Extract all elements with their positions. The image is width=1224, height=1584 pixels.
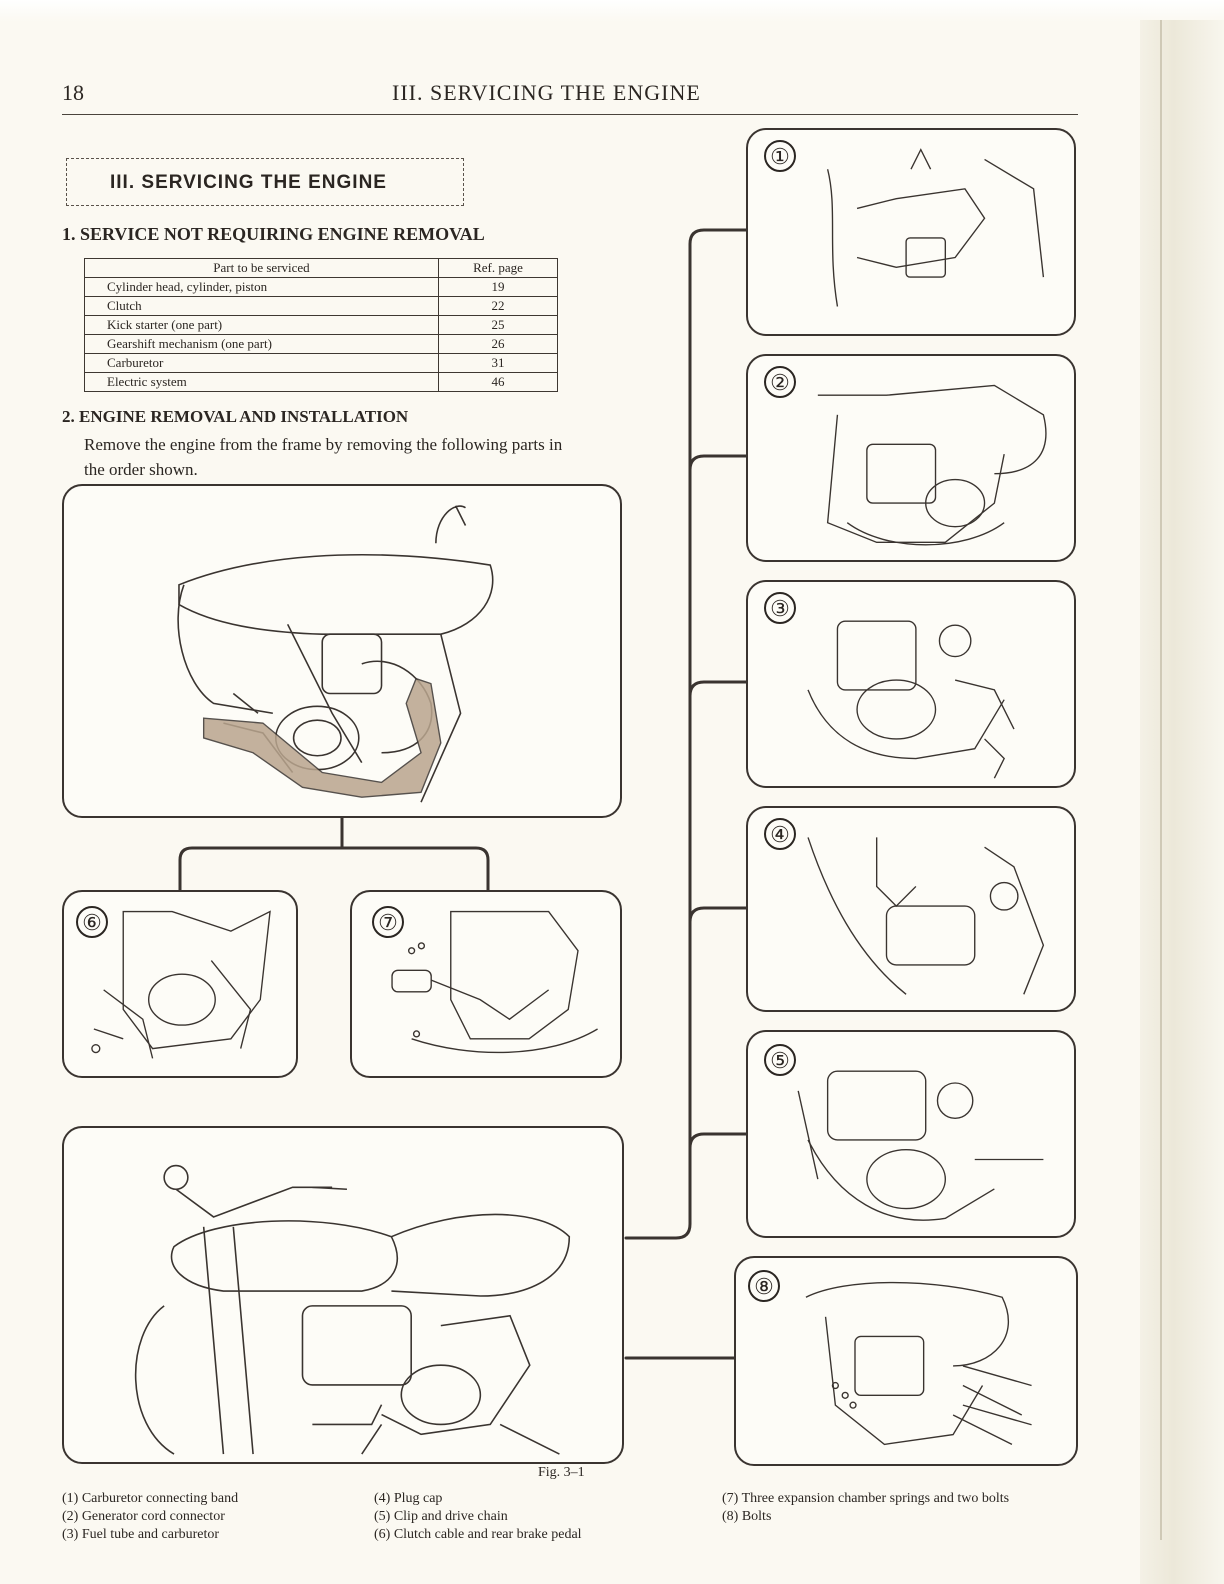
step-2-illustration xyxy=(817,384,1047,546)
step-6-illustration xyxy=(91,910,271,1059)
step-number-badge: ② xyxy=(764,366,796,398)
panel-bike-overview xyxy=(62,1126,624,1464)
table-cell-part: Clutch xyxy=(84,296,439,316)
table-row: Carburetor 31 xyxy=(84,353,558,373)
page-top-edge xyxy=(0,0,1224,22)
heading-engine-removal: 2. ENGINE REMOVAL AND INSTALLATION xyxy=(62,407,409,426)
panel-step-3: ③ xyxy=(746,580,1076,788)
legend-item: (4) Plug cap xyxy=(374,1491,443,1506)
panel-step-8: ⑧ xyxy=(734,1256,1078,1466)
section-title-box xyxy=(66,158,464,206)
legend-item: (3) Fuel tube and carburetor xyxy=(62,1527,220,1542)
step-3-illustration xyxy=(807,620,1015,779)
step-number-badge: ⑦ xyxy=(372,906,404,938)
service-reference-table: Part to be serviced Ref. page Cylinder h… xyxy=(84,258,558,392)
step-5-illustration xyxy=(797,1070,1044,1221)
table-row: Kick starter (one part) 25 xyxy=(84,315,558,335)
motorcycle-engine-illustration xyxy=(177,505,494,803)
table-cell-part: Electric system xyxy=(84,372,439,392)
step-7-illustration xyxy=(391,910,598,1054)
legend-item: (1) Carburetor connecting band xyxy=(62,1491,239,1506)
step-number-badge: ⑧ xyxy=(748,1270,780,1302)
page-fold-line xyxy=(1160,20,1162,1540)
step-1-illustration xyxy=(826,148,1045,307)
legend-item: (2) Generator cord connector xyxy=(62,1509,225,1524)
table-row: Gearshift mechanism (one part) 26 xyxy=(84,334,558,354)
table-row: Electric system 46 xyxy=(84,372,558,392)
page-binding-edge xyxy=(1140,20,1224,1584)
table-header-row: Part to be serviced Ref. page xyxy=(84,258,558,278)
panel-overview-engine-installed xyxy=(62,484,622,818)
panel-step-6: ⑥ xyxy=(62,890,298,1078)
step-4-illustration xyxy=(807,837,1045,995)
panel-step-4: ④ xyxy=(746,806,1076,1012)
legend-column-1: (1) Carburetor connecting band (2) Gener… xyxy=(62,1490,238,1544)
body-paragraph: Remove the engine from the frame by remo… xyxy=(84,435,563,479)
legend-item: (7) Three expansion chamber springs and … xyxy=(722,1491,1010,1506)
step-number-badge: ③ xyxy=(764,592,796,624)
panel-step-2: ② xyxy=(746,354,1076,562)
step-number-badge: ⑥ xyxy=(76,906,108,938)
step-number-badge: ① xyxy=(764,140,796,172)
step-number-badge: ⑤ xyxy=(764,1044,796,1076)
panel-step-5: ⑤ xyxy=(746,1030,1076,1238)
legend-column-2: (4) Plug cap (5) Clip and drive chain (6… xyxy=(374,1490,582,1544)
legend-item: (6) Clutch cable and rear brake pedal xyxy=(374,1527,582,1542)
motorcycle-side-illustration xyxy=(134,1164,571,1455)
panel-step-7: ⑦ xyxy=(350,890,622,1078)
table-cell-part: Carburetor xyxy=(84,353,439,373)
page-number: 18 xyxy=(62,80,84,105)
legend-column-3: (7) Three expansion chamber springs and … xyxy=(722,1490,1009,1526)
step-number-badge: ④ xyxy=(764,818,796,850)
panel-step-1: ① xyxy=(746,128,1076,336)
table-cell-ref: 46 xyxy=(438,372,558,392)
table-cell-part: Gearshift mechanism (one part) xyxy=(84,334,439,354)
step-8-illustration xyxy=(805,1281,1032,1446)
section-title: III. SERVICING THE ENGINE xyxy=(110,172,387,193)
legend-item: (5) Clip and drive chain xyxy=(374,1509,508,1524)
legend-item: (8) Bolts xyxy=(722,1509,772,1524)
figure-label: Fig. 3–1 xyxy=(538,1465,585,1480)
heading-service-not-requiring-removal: 1. SERVICE NOT REQUIRING ENGINE REMOVAL xyxy=(62,224,485,244)
header-rule xyxy=(62,114,1078,115)
running-head: III. SERVICING THE ENGINE xyxy=(392,80,701,105)
